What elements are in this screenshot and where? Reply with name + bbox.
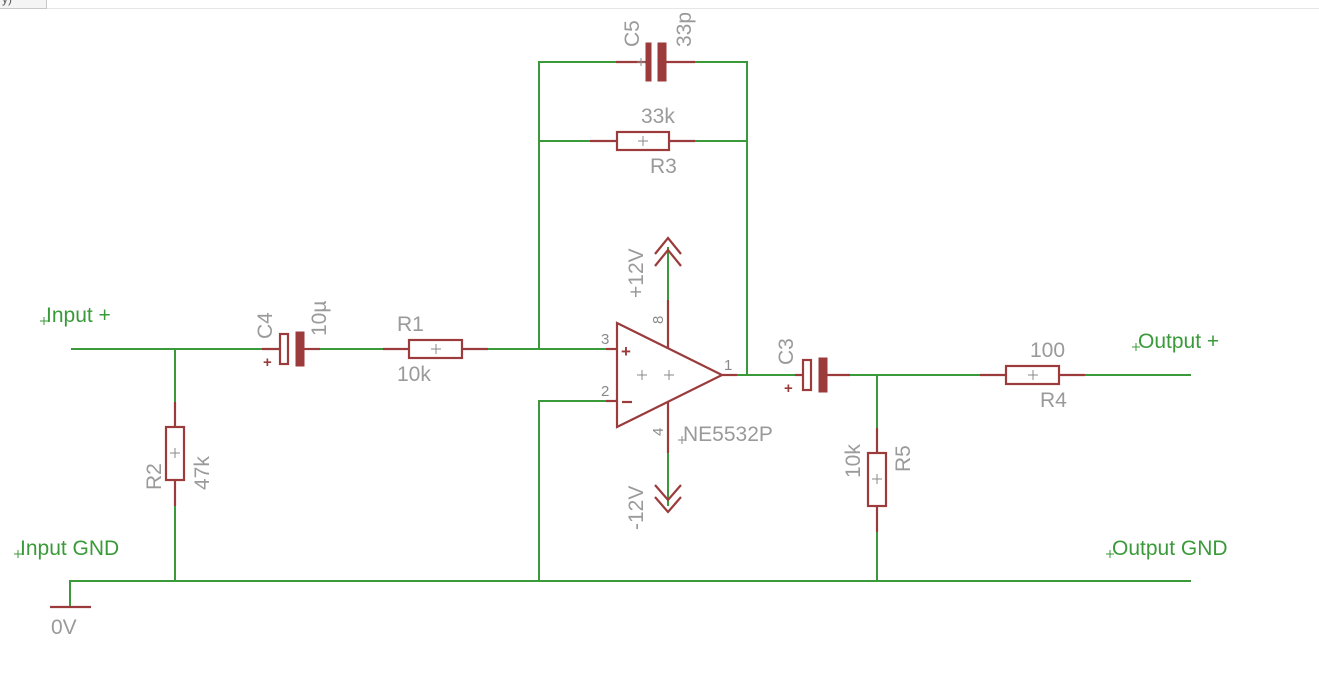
label-output-gnd: Output GND (1112, 537, 1228, 560)
r1-name: R1 (397, 313, 424, 336)
resistor-r4[interactable]: 100 R4 (980, 339, 1085, 412)
supply-arrow-down-icon (654, 484, 682, 502)
resistor-r2[interactable]: R2 47k (143, 402, 214, 506)
c3-name: C3 (775, 338, 798, 365)
c4-polarity-icon: + (263, 354, 272, 371)
resistor-r1[interactable]: R1 10k (383, 313, 488, 386)
opamp-name: NE5532P (683, 423, 773, 446)
pin-8-label: 8 (650, 316, 667, 324)
c5-value: 33p (673, 12, 696, 47)
supply-negative: -12V (625, 484, 682, 530)
r3-name: R3 (650, 155, 677, 178)
supply-neg-label: -12V (625, 486, 648, 530)
r3-value: 33k (641, 105, 675, 128)
label-input-plus: Input + (46, 304, 111, 327)
capacitor-c3[interactable]: + C3 (775, 338, 850, 397)
ground-symbol: 0V (50, 605, 91, 639)
pin-1-label: 1 (724, 357, 732, 374)
supply-arrow-up-icon (654, 236, 682, 255)
window-top-bar: y) (0, 0, 1319, 9)
resistor-r5[interactable]: 10k R5 (842, 428, 915, 532)
noninv-plus-icon: + (621, 342, 631, 361)
c5-name: C5 (621, 20, 644, 47)
r1-value: 10k (397, 363, 431, 386)
pin-3-label: 3 (601, 331, 609, 348)
wires (69, 61, 1191, 607)
c4-value: 10µ (308, 301, 331, 336)
resistor-r3[interactable]: 33k R3 (590, 105, 695, 178)
supply-positive: +12V (625, 236, 682, 298)
net-labels: Input + Input GND Output + Output GND (14, 304, 1228, 560)
r5-name: R5 (892, 445, 915, 472)
capacitor-c4[interactable]: + C4 10µ (254, 301, 331, 371)
c4-name: C4 (254, 312, 277, 339)
r4-value: 100 (1030, 339, 1065, 362)
supply-pos-label: +12V (625, 248, 648, 298)
opamp-ne5532p[interactable]: + 3 2 1 8 4 NE5532P (601, 300, 773, 453)
ground-label: 0V (51, 616, 77, 639)
r4-name: R4 (1040, 389, 1067, 412)
r2-value: 47k (191, 456, 214, 490)
window-tab[interactable]: y) (0, 0, 47, 9)
pin-4-label: 4 (650, 428, 667, 436)
r2-name: R2 (143, 463, 166, 490)
c3-polarity-icon: + (784, 380, 793, 397)
window-tab-label: y) (2, 0, 12, 6)
r5-value: 10k (842, 444, 865, 478)
label-output-plus: Output + (1138, 330, 1219, 353)
pin-2-label: 2 (601, 383, 609, 400)
capacitor-c5[interactable]: C5 33p (616, 12, 696, 82)
label-input-gnd: Input GND (20, 537, 119, 560)
